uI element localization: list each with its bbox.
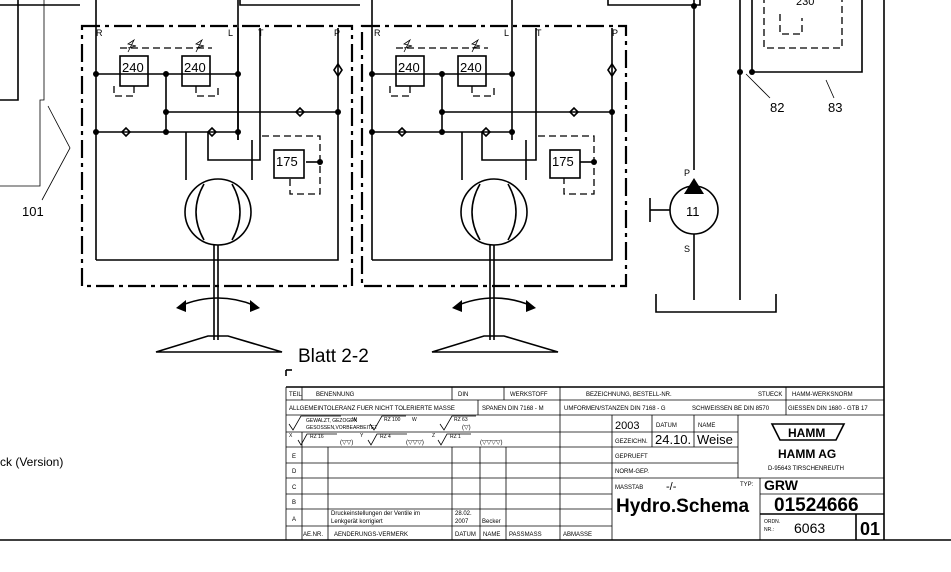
surf-sym-y: Y: [360, 433, 364, 439]
valve-240-c-label: 240: [398, 60, 420, 75]
port-r-right: R: [374, 28, 381, 38]
rev-a-date-1: 28.02.: [455, 511, 472, 517]
company-name: HAMM AG: [778, 447, 836, 461]
gez-name: Weise: [697, 432, 733, 447]
lbl-datum: DATUM: [656, 423, 677, 429]
title-block: TEIL BENENNUNG DIN WERKSTOFF BEZEICHNUNG…: [285, 369, 884, 540]
hdr-stueck: STUECK: [758, 392, 782, 398]
ref-83-label: 83: [828, 100, 842, 115]
lbl-geprueft: GEPRUEFT: [615, 454, 648, 460]
port-r-left: R: [96, 28, 103, 38]
sheet-number: 01: [860, 519, 880, 539]
surf-sym-w2: W: [412, 417, 417, 423]
surf-v2: (▽▽): [340, 440, 353, 446]
rev-a-name: Becker: [482, 519, 501, 525]
pump-port-p: P: [684, 168, 690, 178]
tol-spanen: SPANEN DIN 7168 - M: [482, 406, 544, 412]
surf-note-1: GEWALZT, GEZOGEN: [306, 418, 358, 424]
upper-left-lines: [0, 0, 701, 187]
hdr-werkstoff: WERKSTOFF: [510, 392, 548, 398]
rev-b: B: [292, 500, 296, 506]
pump-circuit: 230 11 P S 82 83: [649, 0, 863, 313]
port-t-right: T: [536, 28, 542, 38]
drawing-frame: [0, 0, 951, 541]
lbl-name: NAME: [698, 423, 715, 429]
foot-ae: AE.NR.: [303, 532, 323, 538]
rev-a-text-2: Lenkgerät korrigiert: [331, 519, 383, 525]
hdr-benennung: BENENNUNG: [316, 392, 355, 398]
masstab-val: -/-: [666, 481, 677, 493]
typ-val: GRW: [764, 477, 799, 493]
hdr-bezeichnung: BEZEICHNUNG, BESTELL-NR.: [586, 392, 672, 398]
hdr-hammnorm: HAMM-WERKSNORM: [792, 392, 853, 398]
surf-rz4: RZ 4: [380, 434, 391, 440]
valve-240-d-label: 240: [460, 60, 482, 75]
lbl-gezeichn: GEZEICHN.: [615, 439, 648, 445]
ordn-val: 6063: [794, 520, 825, 536]
tol-umformen: UMFORMEN/STANZEN DIN 7168 - G: [564, 406, 666, 412]
rev-a: A: [292, 517, 296, 523]
tol-giessen: GIESSEN DIN 1680 - GTB 17: [788, 406, 868, 412]
valve-240-a-label: 240: [122, 60, 144, 75]
foot-abmasse: ABMASSE: [563, 532, 592, 538]
tol-schweissen: SCHWEISSEN BE DIN 8570: [692, 406, 770, 412]
foot-datum: DATUM: [455, 532, 476, 538]
hamm-logo: HAMM: [770, 423, 846, 441]
rev-e: E: [292, 454, 296, 460]
port-p-right: P: [612, 28, 618, 38]
company-logo-text: HAMM: [788, 426, 825, 440]
foot-name: NAME: [483, 532, 500, 538]
port-t-left: T: [258, 28, 264, 38]
tol-allgemein: ALLGEMEINTOLERANZ FUER NICHT TOLERIERTE …: [289, 406, 455, 412]
rev-c: C: [292, 485, 297, 491]
lbl-normgep: NORM-GEP.: [615, 469, 649, 475]
drawing-number: 01524666: [774, 495, 859, 516]
lbl-nr: NR.:: [764, 527, 774, 533]
surf-rz63: RZ 63: [454, 417, 468, 423]
surf-sym-w: W: [352, 417, 357, 423]
valve-175-left-label: 175: [276, 154, 298, 169]
surf-rz1: RZ 1: [450, 434, 461, 440]
lbl-ordn: ORDN.: [764, 519, 780, 525]
surf-sym-z: Z: [432, 433, 435, 439]
hdr-din: DIN: [458, 392, 468, 398]
gez-date: 24.10.: [655, 432, 691, 447]
drawing-title: Hydro.Schema: [616, 496, 749, 517]
ref-101-label: 101: [22, 204, 44, 219]
year: 2003: [615, 420, 639, 432]
port-p-left: P: [334, 28, 340, 38]
left-version-note: ck (Version): [0, 455, 63, 469]
ref-82-label: 82: [770, 100, 784, 115]
lbl-masstab: MASSTAB: [615, 485, 643, 491]
valve-175-right-label: 175: [552, 154, 574, 169]
surf-rz16: RZ 16: [310, 434, 324, 440]
port-l-right: L: [504, 28, 509, 38]
steering-unit-left: R L T P 240 240 175: [80, 24, 354, 353]
rev-d: D: [292, 469, 297, 475]
port-l-left: L: [228, 28, 233, 38]
lbl-typ: TYP:: [740, 482, 754, 488]
steering-unit-right: R L T P 240 240 175: [360, 24, 628, 353]
surf-v3: (▽▽▽): [406, 440, 424, 446]
surf-sym-x: X: [289, 433, 293, 439]
surf-v5: (▽▽▽▽): [480, 440, 502, 446]
foot-aenderung: AENDERUNGS-VERMERK: [334, 532, 408, 538]
rev-a-date-2: 2007: [455, 519, 469, 525]
valve-240-b-label: 240: [184, 60, 206, 75]
sheet-label: Blatt 2-2: [298, 346, 369, 367]
valve-230-label: 230: [796, 0, 814, 8]
hdr-teil: TEIL: [289, 392, 302, 398]
surf-v1: (▽): [462, 425, 471, 431]
reference-101: 101: [22, 105, 71, 219]
rev-a-text-1: Druckeinstellungen der Ventile im: [331, 511, 420, 517]
surf-rz100: RZ 100: [384, 417, 401, 423]
surf-note-2: GESOSSEN,VORBEARBEITET: [306, 425, 377, 431]
company-address: D-95643 TIRSCHENREUTH: [768, 466, 844, 472]
pump-label: 11: [686, 204, 700, 219]
foot-passmass: PASSMASS: [509, 532, 542, 538]
pump-port-s: S: [684, 244, 690, 254]
